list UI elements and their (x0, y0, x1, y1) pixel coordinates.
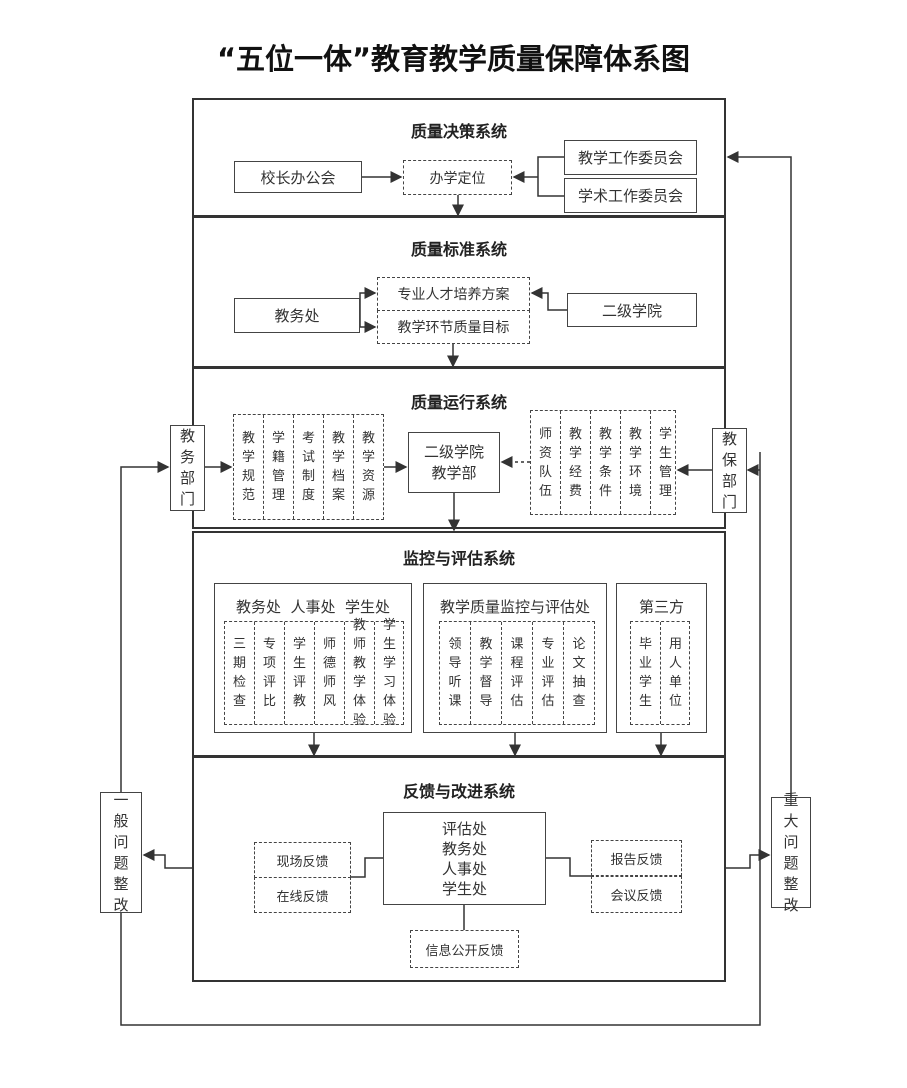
section-title: 监控与评估系统 (402, 549, 515, 568)
item: 毕业学生 (631, 622, 661, 724)
item: 教学资源 (362, 431, 376, 503)
teaching-quality-goals: 教学环节质量目标 (377, 310, 530, 344)
group-header: 教学质量监控与评估处 (439, 598, 590, 616)
item: 学生管理 (659, 426, 673, 499)
report-feedback: 报告反馈 (591, 840, 682, 876)
monitor-group-3: 第三方 (616, 583, 707, 733)
academic-affairs: 教务处 (234, 298, 360, 333)
diagram-title: “五位一体”教育教学质量保障体系图 (216, 42, 691, 76)
item: 用人单位 (669, 637, 683, 709)
group-header: 教务处 人事处 学生处 (235, 598, 391, 616)
item: 教学档案 (324, 415, 354, 519)
item: 教学督导 (471, 622, 502, 724)
teaching-committee: 教学工作委员会 (564, 140, 697, 175)
item: 师资队伍 (531, 411, 561, 514)
item: 学生学习体验 (383, 618, 397, 728)
item: 三期检查 (225, 622, 255, 724)
monitor-items-3: 毕业学生 用人单位 (630, 621, 690, 725)
info-disclosure-feedback: 信息公开反馈 (410, 930, 519, 968)
item: 论文抽查 (572, 637, 586, 709)
item: 考试制度 (294, 415, 324, 519)
online-feedback: 在线反馈 (254, 877, 351, 913)
section-title: 反馈与改进系统 (402, 782, 515, 801)
monitor-items-2: 领导听课 教学督导 课程评估 专业评估 论文抽查 (439, 621, 595, 725)
item: 教师教学体验 (345, 618, 375, 728)
monitor-group-2: 教学质量监控与评估处 (423, 583, 607, 733)
major-issue-rectification: 重大问题整改 (771, 791, 811, 914)
operation-right-group: 师资队伍 教学经费 教学条件 教学环境 学生管理 (530, 410, 676, 515)
section-title: 质量标准系统 (410, 240, 507, 259)
section-title: 质量决策系统 (410, 122, 507, 141)
college-teaching-dept: 二级学院教学部 (408, 432, 500, 493)
school-positioning: 办学定位 (403, 160, 512, 195)
secondary-college: 二级学院 (567, 293, 697, 327)
general-issue-rectification: 一般问题整改 (100, 791, 142, 914)
support-dept: 教保部门 (712, 428, 747, 513)
monitor-items-1: 三期检查 专项评比 学生评教 师德师风 教师教学体验 学生学习体验 (224, 618, 404, 728)
section-title: 质量运行系统 (410, 393, 507, 412)
item: 学籍管理 (264, 415, 294, 519)
item: 专业评估 (533, 622, 564, 724)
operation-left-group: 教学规范 学籍管理 考试制度 教学档案 教学资源 (233, 414, 384, 520)
item: 学生评教 (285, 622, 315, 724)
item: 教学环境 (621, 411, 651, 514)
talent-training-plan: 专业人才培养方案 (377, 277, 530, 311)
academic-dept: 教务部门 (170, 425, 205, 511)
onsite-feedback: 现场反馈 (254, 842, 351, 878)
academic-committee: 学术工作委员会 (564, 178, 697, 213)
feedback-system: 反馈与改进系统 (192, 756, 726, 982)
monitor-group-1: 教务处 人事处 学生处 (214, 583, 412, 733)
item: 专项评比 (255, 622, 285, 724)
principal-meeting: 校长办公会 (234, 161, 362, 193)
item: 课程评估 (502, 622, 533, 724)
item: 领导听课 (440, 622, 471, 724)
meeting-feedback: 会议反馈 (591, 876, 682, 913)
item: 教学经费 (561, 411, 591, 514)
feedback-center: 评估处 教务处 人事处 学生处 (383, 812, 546, 905)
item: 教学规范 (234, 415, 264, 519)
item: 教学条件 (591, 411, 621, 514)
item: 师德师风 (315, 622, 345, 724)
group-header: 第三方 (638, 598, 684, 616)
